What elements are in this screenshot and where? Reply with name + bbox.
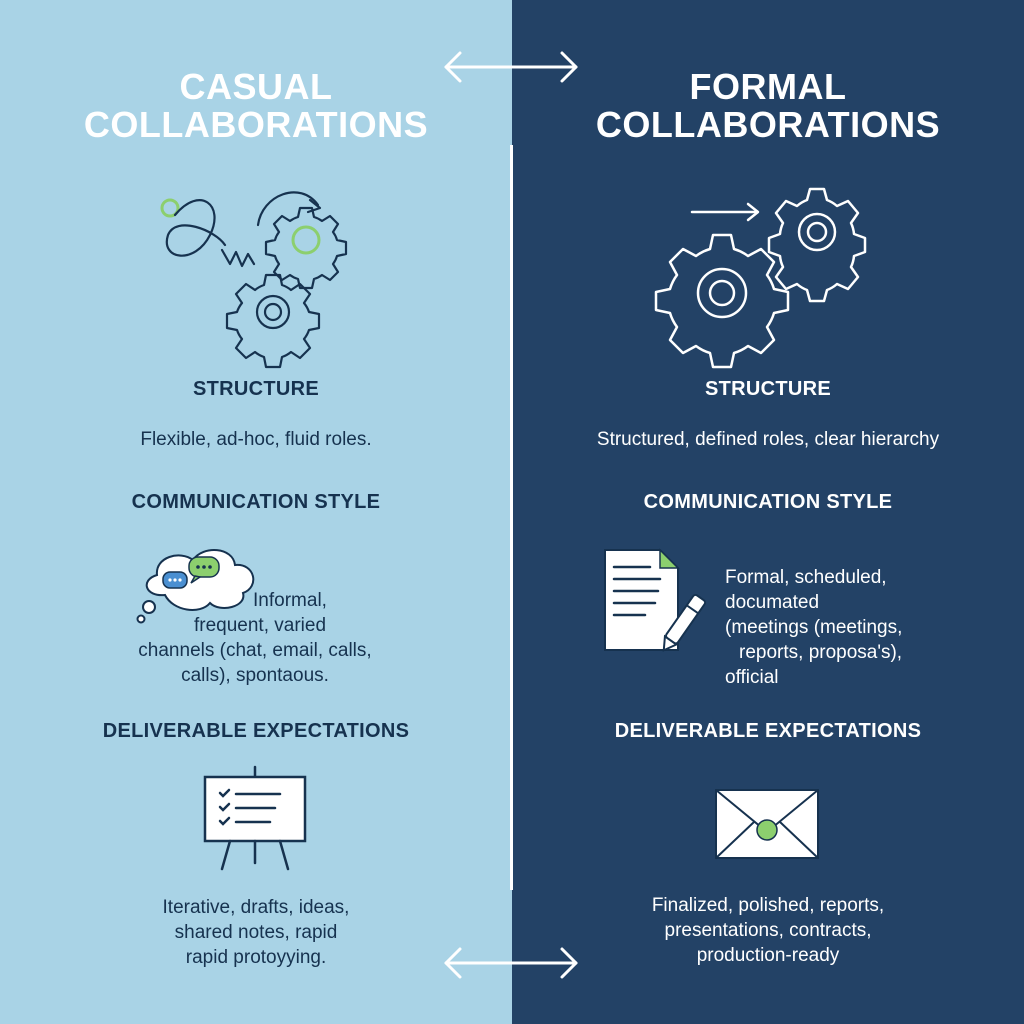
formal-title: FORMAL COLLABORATIONS bbox=[512, 68, 1024, 144]
casual-structure-text: Flexible, ad-hoc, fluid roles. bbox=[140, 429, 372, 450]
casual-deliverable-heading: DELIVERABLE EXPECTATIONS bbox=[102, 720, 410, 742]
casual-deliverable-line: Iterative, drafts, ideas, bbox=[162, 897, 350, 918]
casual-structure-heading: STRUCTURE bbox=[192, 378, 320, 400]
formal-communication-line: (meetings (meetings, bbox=[725, 617, 903, 638]
formal-structure-text: Structured, defined roles, clear hierarc… bbox=[596, 429, 940, 450]
casual-deliverable-line: rapid protoyying. bbox=[185, 947, 327, 968]
casual-panel: CASUAL COLLABORATIONS STRUCTURE Flexible… bbox=[0, 0, 512, 1024]
casual-communication-line: Informal, bbox=[253, 590, 327, 611]
formal-communication-line: documated bbox=[725, 592, 820, 613]
casual-communication-heading: COMMUNICATION STYLE bbox=[131, 491, 381, 513]
formal-communication-line: Formal, scheduled, bbox=[725, 567, 887, 588]
formal-deliverable-text: Finalized, polished, reports, presentati… bbox=[512, 893, 1024, 968]
document-pen-icon bbox=[604, 548, 707, 652]
formal-title-line2: COLLABORATIONS bbox=[595, 104, 941, 145]
formal-communication-line: reports, proposa's), bbox=[739, 642, 903, 663]
whiteboard-checklist-icon bbox=[203, 765, 307, 871]
chat-bubbles-icon bbox=[136, 548, 255, 624]
bottom-double-arrow-icon bbox=[444, 947, 578, 979]
casual-title-line1: CASUAL bbox=[179, 66, 333, 107]
formal-deliverable-line: presentations, contracts, bbox=[664, 920, 872, 941]
formal-deliverable-line: production-ready bbox=[696, 945, 840, 966]
formal-title-line1: FORMAL bbox=[689, 66, 847, 107]
casual-deliverable-line: shared notes, rapid bbox=[174, 922, 338, 943]
casual-communication-line: calls), spontaous. bbox=[181, 665, 329, 686]
formal-panel: FORMAL COLLABORATIONS STRUCTURE Structur… bbox=[512, 0, 1024, 1024]
formal-communication-heading: COMMUNICATION STYLE bbox=[643, 491, 893, 513]
formal-communication-line: official bbox=[725, 667, 779, 688]
casual-title-line2: COLLABORATIONS bbox=[83, 104, 429, 145]
envelope-icon bbox=[715, 789, 819, 859]
center-divider bbox=[510, 145, 513, 890]
formal-communication-text: Formal, scheduled, documated (meetings (… bbox=[725, 565, 1015, 690]
gears-arrow-icon bbox=[654, 187, 867, 369]
casual-communication-line: channels (chat, email, calls, bbox=[138, 640, 372, 661]
formal-deliverable-line: Finalized, polished, reports, bbox=[651, 895, 885, 916]
squiggle-gears-icon bbox=[160, 191, 348, 369]
casual-deliverable-text: Iterative, drafts, ideas, shared notes, … bbox=[0, 895, 512, 970]
casual-communication-text: Informal, frequent, varied channels (cha… bbox=[110, 588, 400, 688]
formal-structure-heading: STRUCTURE bbox=[704, 378, 832, 400]
casual-communication-line: frequent, varied bbox=[193, 615, 327, 636]
casual-title: CASUAL COLLABORATIONS bbox=[0, 68, 512, 144]
formal-deliverable-heading: DELIVERABLE EXPECTATIONS bbox=[614, 720, 922, 742]
top-double-arrow-icon bbox=[444, 51, 578, 83]
